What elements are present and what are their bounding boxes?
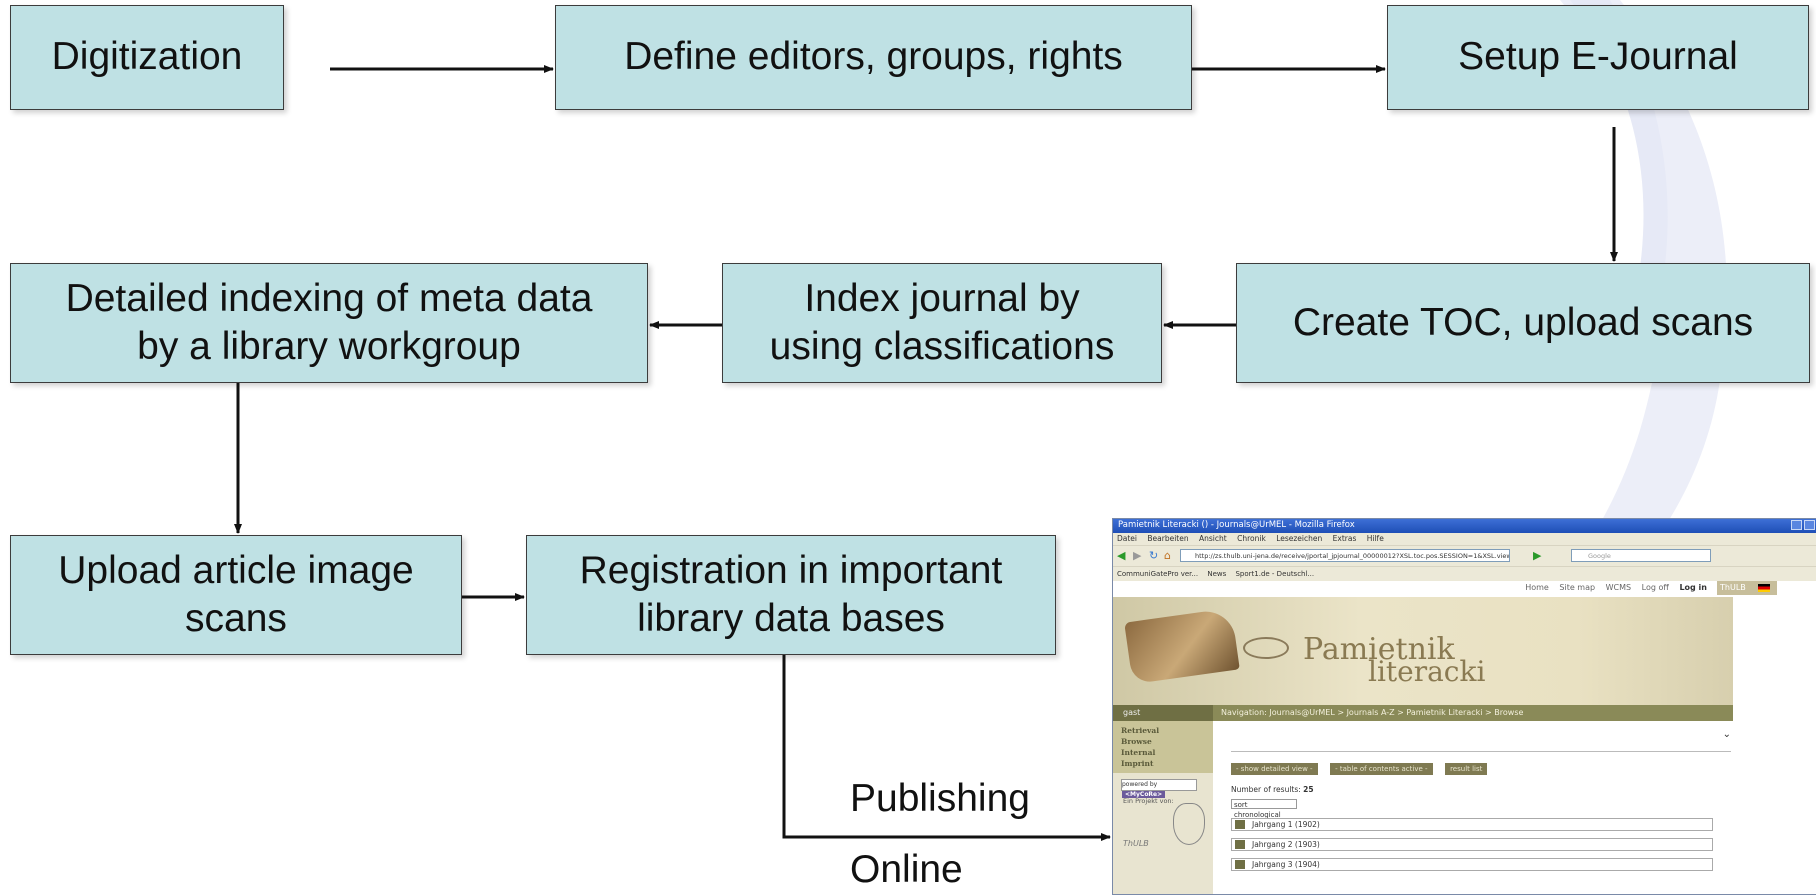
box-define-editors-label: Define editors, groups, rights	[624, 35, 1123, 79]
box-detailed-indexing-line2: by a library workgroup	[137, 325, 521, 368]
volume-row[interactable]: Jahrgang 1 (1902)	[1231, 818, 1713, 831]
sidebar-menu: Retrieval Browse Internal Imprint	[1113, 721, 1213, 773]
minimize-icon[interactable]	[1791, 520, 1802, 530]
box-create-toc-label: Create TOC, upload scans	[1292, 300, 1754, 344]
number-of-results: Number of results: 25	[1231, 785, 1314, 794]
bookmark-communigate[interactable]: CommuniGatePro ver...	[1117, 570, 1199, 578]
menu-item-extras[interactable]: Extras	[1332, 534, 1357, 543]
user-label: gast	[1113, 705, 1213, 721]
glasses-image	[1243, 637, 1289, 659]
seal-icon	[1173, 803, 1205, 845]
menu-item-lesezeichen[interactable]: Lesezeichen	[1276, 534, 1323, 543]
sort-select[interactable]: sort chronological	[1231, 799, 1297, 819]
box-index-journal: Index journal by using classifications	[722, 263, 1162, 383]
box-create-toc: Create TOC, upload scans	[1236, 263, 1810, 383]
breadcrumb[interactable]: Navigation: Journals@UrMEL > Journals A-…	[1221, 708, 1524, 717]
sidebar-item-imprint[interactable]: Imprint	[1121, 759, 1154, 768]
browser-menu-bar: Datei Bearbeiten Ansicht Chronik Lesezei…	[1113, 533, 1816, 545]
number-of-results-value: 25	[1303, 785, 1314, 794]
box-define-editors: Define editors, groups, rights	[555, 5, 1192, 110]
link-log-off[interactable]: Log off	[1641, 583, 1669, 592]
window-title: Pamietnik Literacki () - Journals@UrMEL …	[1118, 520, 1355, 530]
link-site-map[interactable]: Site map	[1559, 583, 1596, 592]
volume-icon	[1235, 820, 1245, 829]
browser-screenshot: Pamietnik Literacki () - Journals@UrMEL …	[1112, 518, 1816, 895]
volume-row[interactable]: Jahrgang 2 (1903)	[1231, 838, 1713, 851]
project-label: Ein Projekt von:	[1123, 797, 1174, 805]
maximize-icon[interactable]	[1804, 520, 1815, 530]
powered-by-label: powered by	[1122, 781, 1158, 788]
powered-by-mycore[interactable]: powered by <MyCoRe>	[1121, 779, 1197, 798]
box-registration: Registration in important library data b…	[526, 535, 1056, 655]
volume-label: Jahrgang 1 (1902)	[1252, 820, 1320, 829]
journal-banner: Pamietnik literacki	[1113, 597, 1733, 705]
link-home[interactable]: Home	[1525, 583, 1549, 592]
link-wcms[interactable]: WCMS	[1605, 583, 1632, 592]
volume-row[interactable]: Jahrgang 3 (1904)	[1231, 858, 1713, 871]
box-setup-ejournal-label: Setup E-Journal	[1458, 35, 1738, 79]
sidebar-item-browse[interactable]: Browse	[1121, 737, 1152, 746]
table-of-contents-button[interactable]: - table of contents active -	[1330, 763, 1433, 775]
volume-label: Jahrgang 2 (1903)	[1252, 840, 1320, 849]
show-detailed-view-button[interactable]: - show detailed view -	[1231, 763, 1318, 775]
top-links: Home Site map WCMS Log off Log in	[1517, 583, 1707, 592]
browser-nav-bar: ◀ ▶ ↻ ⌂ http://zs.thulb.uni-jena.de/rece…	[1113, 545, 1816, 566]
go-icon[interactable]: ▶	[1533, 549, 1542, 562]
sidebar-item-internal[interactable]: Internal	[1121, 748, 1156, 757]
box-index-journal-line1: Index journal by	[804, 276, 1080, 320]
view-buttons: - show detailed view - - table of conten…	[1231, 763, 1497, 775]
box-digitization: Digitization	[10, 5, 284, 110]
search-field[interactable]: Google	[1571, 549, 1711, 562]
menu-item-bearbeiten[interactable]: Bearbeiten	[1147, 534, 1189, 543]
reload-icon[interactable]: ↻	[1149, 549, 1159, 562]
volume-icon	[1235, 860, 1245, 869]
sidebar: Retrieval Browse Internal Imprint powere…	[1113, 721, 1213, 894]
menu-item-datei[interactable]: Datei	[1117, 534, 1138, 543]
mycore-label: <MyCoRe>	[1122, 791, 1166, 798]
box-upload-article: Upload article image scans	[10, 535, 462, 655]
sidebar-item-retrieval[interactable]: Retrieval	[1121, 726, 1160, 735]
home-icon[interactable]: ⌂	[1164, 549, 1171, 562]
box-detailed-indexing: Detailed indexing of meta data by a libr…	[10, 263, 648, 383]
back-icon[interactable]: ◀	[1117, 549, 1126, 562]
menu-item-hilfe[interactable]: Hilfe	[1366, 534, 1384, 543]
box-registration-line2: library data bases	[637, 597, 945, 640]
german-flag-icon[interactable]	[1758, 584, 1770, 592]
web-page: Home Site map WCMS Log off Log in ThULB …	[1113, 581, 1816, 894]
divider	[1231, 751, 1731, 752]
menu-item-ansicht[interactable]: Ansicht	[1199, 534, 1227, 543]
number-of-results-label: Number of results:	[1231, 785, 1301, 794]
chevron-down-icon[interactable]: ⌄	[1722, 729, 1731, 740]
box-detailed-indexing-line1: Detailed indexing of meta data	[65, 276, 593, 320]
banner-subtitle: literacki	[1368, 655, 1486, 688]
menu-item-chronik[interactable]: Chronik	[1237, 534, 1266, 543]
arrow-registration-to-publishing	[782, 655, 1111, 841]
url-field[interactable]: http://zs.thulb.uni-jena.de/receive/jpor…	[1180, 549, 1510, 562]
bookmark-sport1[interactable]: Sport1.de - Deutschl...	[1235, 570, 1315, 578]
bookmark-news[interactable]: News	[1207, 570, 1227, 578]
box-index-journal-line2: using classifications	[769, 325, 1115, 368]
bookmarks-bar: CommuniGatePro ver... News Sport1.de - D…	[1113, 566, 1816, 581]
label-publishing: Publishing	[850, 777, 1030, 820]
box-upload-article-line1: Upload article image	[58, 548, 414, 592]
banner-title: Pamietnik	[1303, 632, 1455, 667]
result-list-button[interactable]: result list	[1445, 763, 1488, 775]
label-online: Online	[850, 848, 963, 891]
thulb-logo[interactable]: ThULB	[1123, 839, 1149, 848]
box-registration-line1: Registration in important	[579, 548, 1003, 592]
volume-icon	[1235, 840, 1245, 849]
forward-icon[interactable]: ▶	[1133, 549, 1142, 562]
box-upload-article-line2: scans	[185, 597, 287, 640]
box-digitization-label: Digitization	[51, 35, 243, 79]
link-log-in[interactable]: Log in	[1679, 583, 1707, 592]
box-setup-ejournal: Setup E-Journal	[1387, 5, 1809, 110]
breadcrumb-bar: gast Navigation: Journals@UrMEL > Journa…	[1113, 705, 1733, 721]
book-image	[1124, 607, 1240, 685]
volume-label: Jahrgang 3 (1904)	[1252, 860, 1320, 869]
browser-title-bar: Pamietnik Literacki () - Journals@UrMEL …	[1113, 519, 1816, 533]
window-buttons	[1789, 520, 1815, 533]
content-area: ⌄ - show detailed view - - table of cont…	[1231, 721, 1731, 894]
